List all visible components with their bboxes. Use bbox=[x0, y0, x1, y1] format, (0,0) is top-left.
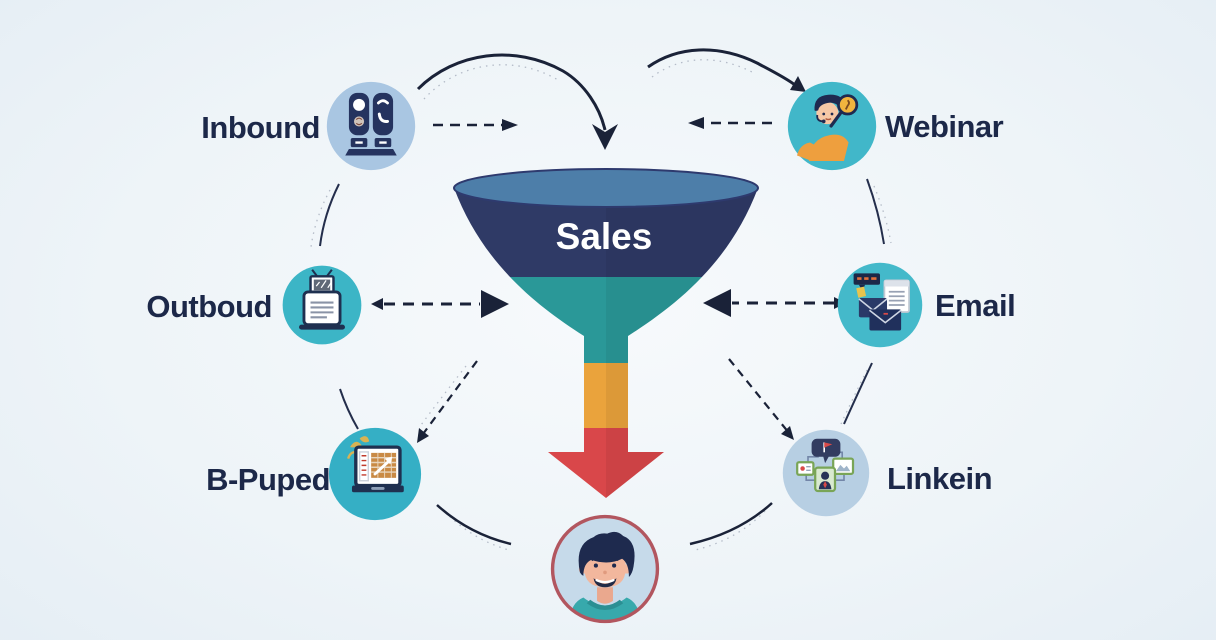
center-down-arrowhead bbox=[592, 124, 618, 150]
orbit-segments bbox=[319, 178, 885, 430]
node-outboud-label: Outboud bbox=[146, 289, 272, 324]
dashed-arrows bbox=[384, 121, 834, 435]
social-network-icon bbox=[781, 428, 871, 518]
node-email-label: Email bbox=[935, 288, 1016, 323]
bottom-arcs bbox=[436, 502, 773, 546]
node-inbound-label: Inbound bbox=[201, 110, 320, 145]
customer-avatar bbox=[548, 512, 662, 626]
webinar-arrowhead bbox=[790, 76, 806, 92]
top-curved-arrows bbox=[416, 48, 796, 131]
node-linkein-label: Linkein bbox=[887, 461, 993, 496]
dashed-arrowheads bbox=[371, 117, 846, 443]
funnel-label: Sales bbox=[556, 216, 653, 257]
laptop-document-icon bbox=[281, 264, 363, 346]
call-devices-icon bbox=[325, 80, 417, 172]
node-b-puped-label: B-Puped bbox=[206, 462, 330, 497]
presenter-magnifier-icon bbox=[786, 80, 878, 172]
laptop-chart-icon bbox=[327, 426, 423, 522]
sales-funnel: Sales bbox=[453, 168, 759, 498]
envelopes-document-icon bbox=[836, 261, 924, 349]
funnel-top-ellipse bbox=[453, 168, 759, 208]
node-webinar-label: Webinar bbox=[885, 109, 1004, 144]
